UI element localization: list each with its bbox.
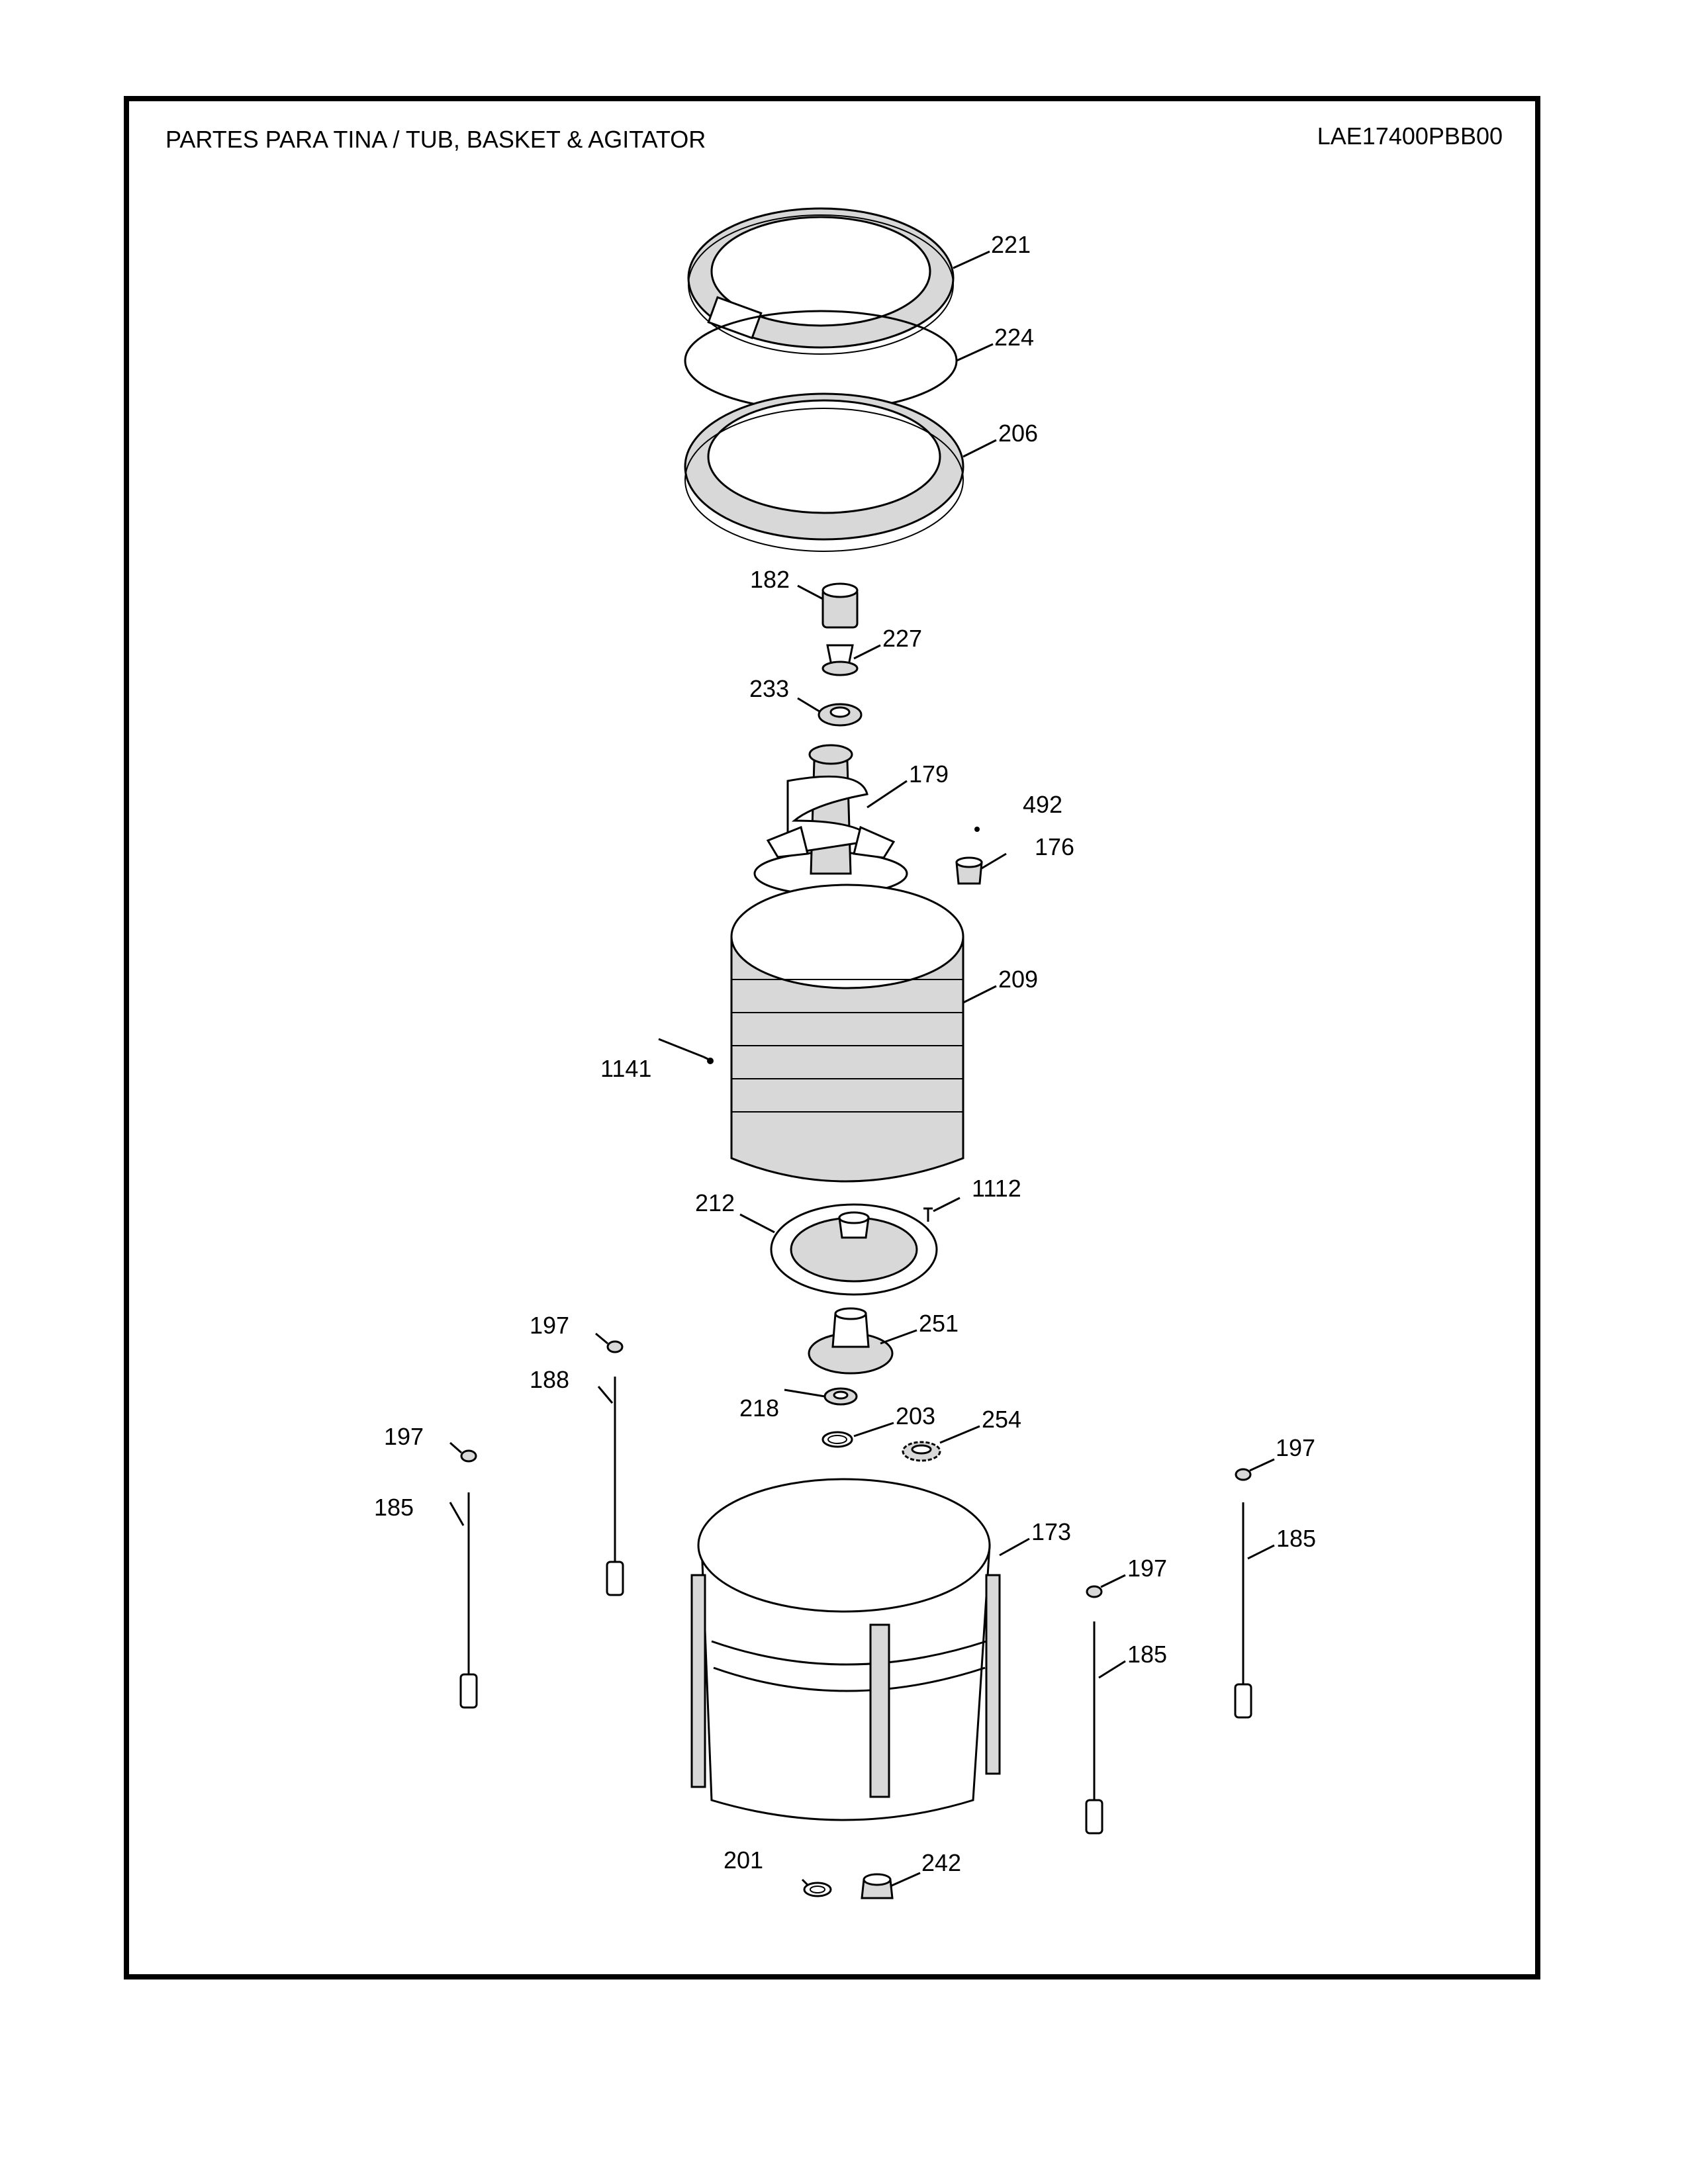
part-233-bushing	[818, 703, 863, 727]
callout-197-left: 197	[384, 1423, 424, 1450]
callout-197-right: 197	[1276, 1434, 1315, 1461]
diagram-title: PARTES PARA TINA / TUB, BASKET & AGITATO…	[165, 126, 706, 153]
leader-lines	[449, 250, 1275, 1888]
part-218-nut	[823, 1387, 858, 1406]
callout-227: 227	[882, 625, 922, 652]
part-197-cap-right	[1235, 1468, 1252, 1481]
part-242-plug	[861, 1873, 894, 1899]
callout-492: 492	[1023, 791, 1062, 818]
callout-203: 203	[896, 1402, 935, 1430]
callout-201: 201	[724, 1846, 763, 1874]
part-227-cup	[821, 644, 859, 676]
part-209-basket	[730, 884, 964, 1183]
part-212-hub	[770, 1203, 938, 1296]
callout-218: 218	[739, 1394, 779, 1422]
callout-188: 188	[530, 1366, 569, 1393]
callout-185-center: 185	[1127, 1641, 1167, 1668]
callout-179: 179	[909, 760, 949, 788]
part-197-cap-left	[460, 1449, 477, 1463]
part-492-screw	[974, 827, 980, 832]
callout-221: 221	[991, 231, 1031, 258]
callout-176: 176	[1035, 833, 1074, 860]
callout-173: 173	[1031, 1518, 1071, 1545]
part-185-rod-right	[1234, 1502, 1252, 1719]
part-197-cap-center	[1086, 1585, 1103, 1598]
part-201-seal	[803, 1882, 832, 1897]
part-188-rod	[606, 1377, 624, 1596]
part-206-ring	[684, 392, 964, 552]
callout-242: 242	[921, 1849, 961, 1876]
part-176-knob	[955, 856, 983, 885]
model-number: LAE17400PBB00	[1317, 122, 1503, 150]
callout-206: 206	[998, 420, 1038, 447]
diagram-border	[124, 96, 1540, 1979]
part-197-cap-left-upper	[606, 1340, 624, 1353]
part-179-agitator	[753, 744, 908, 896]
part-182-cap	[821, 582, 859, 629]
callout-212: 212	[695, 1189, 735, 1216]
callout-197-center: 197	[1127, 1555, 1167, 1582]
callout-1141: 1141	[600, 1055, 651, 1082]
part-1141-screw	[703, 1056, 714, 1064]
callout-1112: 1112	[972, 1175, 1021, 1202]
callout-209: 209	[998, 966, 1038, 993]
callout-185-left: 185	[374, 1494, 414, 1521]
callout-233: 233	[749, 675, 789, 702]
callout-197-left-upper: 197	[530, 1312, 569, 1339]
part-251-pulley-hub	[808, 1307, 894, 1375]
callout-182: 182	[750, 566, 790, 593]
part-203-ring	[821, 1431, 853, 1448]
callout-254: 254	[982, 1406, 1021, 1433]
part-185-rod-left	[459, 1492, 478, 1709]
part-254-gear	[902, 1441, 941, 1462]
part-173-outer-tub	[690, 1478, 1001, 1821]
part-221-balance-ring	[687, 207, 955, 355]
callout-251: 251	[919, 1310, 959, 1337]
part-1112-screw	[923, 1207, 933, 1222]
callout-185-right: 185	[1276, 1525, 1316, 1552]
callout-224: 224	[994, 324, 1034, 351]
part-185-rod-center	[1085, 1621, 1103, 1835]
